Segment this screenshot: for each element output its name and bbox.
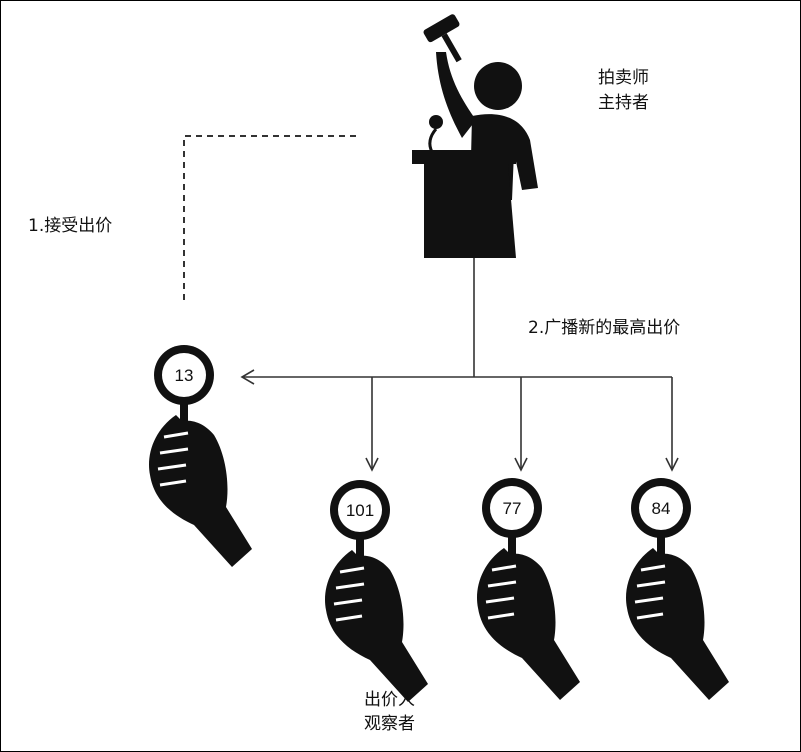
paddle-number: 77 — [503, 499, 522, 518]
step-accept-bid-label: 1.接受出价 — [28, 216, 113, 236]
bid-paddle-hand — [323, 478, 430, 704]
bidder-label-line1: 出价人 — [364, 690, 415, 710]
auctioneer-label-line1: 拍卖师 — [598, 68, 649, 88]
auctioneer-figure — [412, 14, 538, 258]
broadcast-connector — [240, 258, 679, 472]
bid-paddle-hand — [147, 343, 254, 569]
bid-paddle-hand — [624, 476, 731, 702]
paddle-number: 84 — [652, 499, 671, 518]
paddle-number: 101 — [346, 501, 374, 520]
paddle-number: 13 — [175, 366, 194, 385]
auctioneer-label-line2: 主持者 — [598, 93, 649, 113]
accept-bid-connector — [183, 135, 356, 302]
step-broadcast-label: 2.广播新的最高出价 — [528, 318, 681, 338]
bid-paddle-hand — [475, 476, 582, 702]
bidder-label-line2: 观察者 — [364, 714, 415, 734]
